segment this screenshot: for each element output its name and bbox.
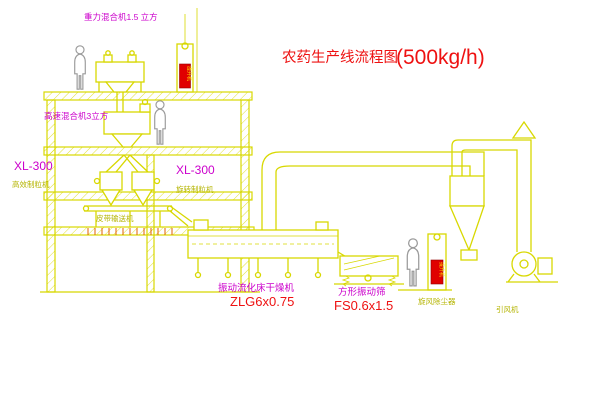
bucket-elevator-left: 提升机 xyxy=(176,8,198,93)
worker-ground xyxy=(406,238,420,287)
bucket-elevator-right: 提升机 xyxy=(398,233,452,291)
hoist-right-panel xyxy=(430,259,444,285)
cyclone-label: 旋风除尘器 xyxy=(418,296,456,306)
belt-conveyor xyxy=(82,205,193,227)
worker-floor2 xyxy=(154,100,166,145)
text-labels: 重力混合机1.5 立方 农药生产线流程图 (500kg/h) 高速混合机3立方 … xyxy=(12,12,519,314)
granulator-left-model: XL-300 xyxy=(14,159,53,173)
sieve-model-label: FS0.6x1.5 xyxy=(334,298,393,313)
dryer-model-label: ZLG6x0.75 xyxy=(230,294,294,309)
fluid-bed-dryer xyxy=(187,219,349,279)
hoist-left-label: 提升机 xyxy=(186,66,193,81)
gravity-mixer-label: 重力混合机1.5 立方 xyxy=(84,12,158,22)
granulators xyxy=(93,154,161,207)
induced-draft-fan xyxy=(506,251,558,283)
diagram-title-capacity: (500kg/h) xyxy=(396,46,485,69)
belt-conveyor-label: 皮带输送机 xyxy=(96,213,134,223)
high-speed-mixer xyxy=(103,98,151,148)
vibrating-sieve xyxy=(334,255,404,287)
granulator-mid-model: XL-300 xyxy=(176,163,215,177)
diagram-title: 农药生产线流程图 xyxy=(282,49,398,66)
sieve-name-label: 方形振动筛 xyxy=(338,286,386,298)
exhaust-duct xyxy=(261,151,485,230)
high-speed-mixer-label: 高速混合机3立方 xyxy=(44,111,108,121)
granulator-mid-name: 旋转制粒机 xyxy=(176,184,214,194)
weather-cap xyxy=(511,120,537,139)
worker-roof xyxy=(74,45,86,90)
fan-label: 引风机 xyxy=(496,304,519,314)
gravity-mixer xyxy=(95,50,145,100)
hoist-right-label: 提升机 xyxy=(438,262,445,277)
granulator-left-name: 高效制粒机 xyxy=(12,179,50,189)
dryer-name-label: 振动流化床干燥机 xyxy=(218,282,295,294)
cyclone-dust-collector xyxy=(449,120,537,261)
hoist-left-panel xyxy=(179,63,191,89)
grating-hatch xyxy=(87,228,173,235)
